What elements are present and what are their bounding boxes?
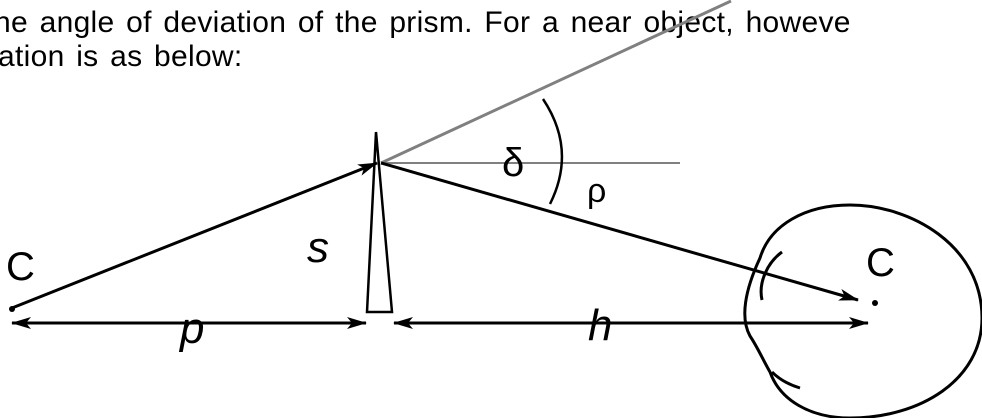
delta-label: δ <box>502 141 524 185</box>
incident-ray <box>11 161 378 310</box>
eye-cornea-detail <box>759 250 783 301</box>
prism <box>365 131 394 314</box>
left-point-dot <box>9 306 15 312</box>
intro-text-line-2: ation is as below: <box>0 40 243 73</box>
h-label: h <box>588 301 612 350</box>
right-point-label: C <box>866 241 895 285</box>
deviation-angle-arc <box>541 98 564 205</box>
rho-label: ρ <box>587 172 606 210</box>
refracted-ray <box>380 161 859 302</box>
eye-outline <box>743 203 982 418</box>
eye-lower-detail <box>770 370 801 390</box>
left-point-label: C <box>6 245 35 289</box>
right-point-dot <box>872 300 878 306</box>
s-label: s <box>307 223 329 272</box>
p-label: p <box>178 304 204 353</box>
deviated-ray <box>380 0 732 165</box>
